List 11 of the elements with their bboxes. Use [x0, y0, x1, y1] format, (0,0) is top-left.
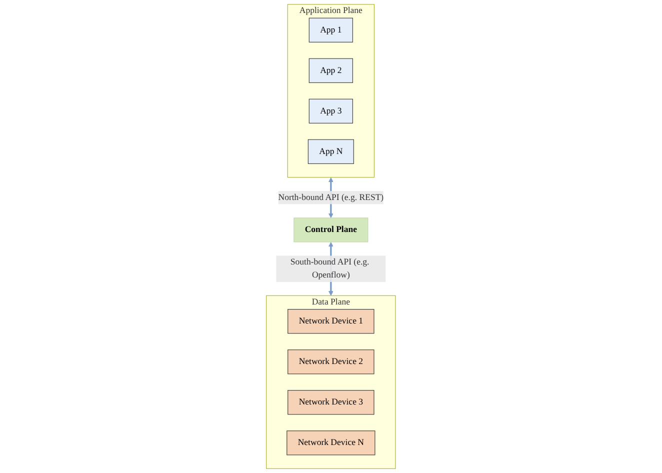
- node-box: Network Device 1: [288, 309, 374, 334]
- edge-label: North-bound API (e.g. REST): [278, 192, 384, 202]
- node-box: Network Device 2: [288, 350, 374, 374]
- node-box: App 3: [308, 98, 354, 124]
- edge-label: South-bound API (e.g. Openflow): [290, 257, 370, 280]
- node-box: App 2: [308, 58, 354, 83]
- node-box: Network Device N: [286, 430, 376, 456]
- node-box: App N: [308, 139, 354, 164]
- node-box: Control Plane: [294, 218, 368, 242]
- node-box: App 1: [308, 18, 354, 42]
- node-box: Network Device 3: [288, 390, 374, 415]
